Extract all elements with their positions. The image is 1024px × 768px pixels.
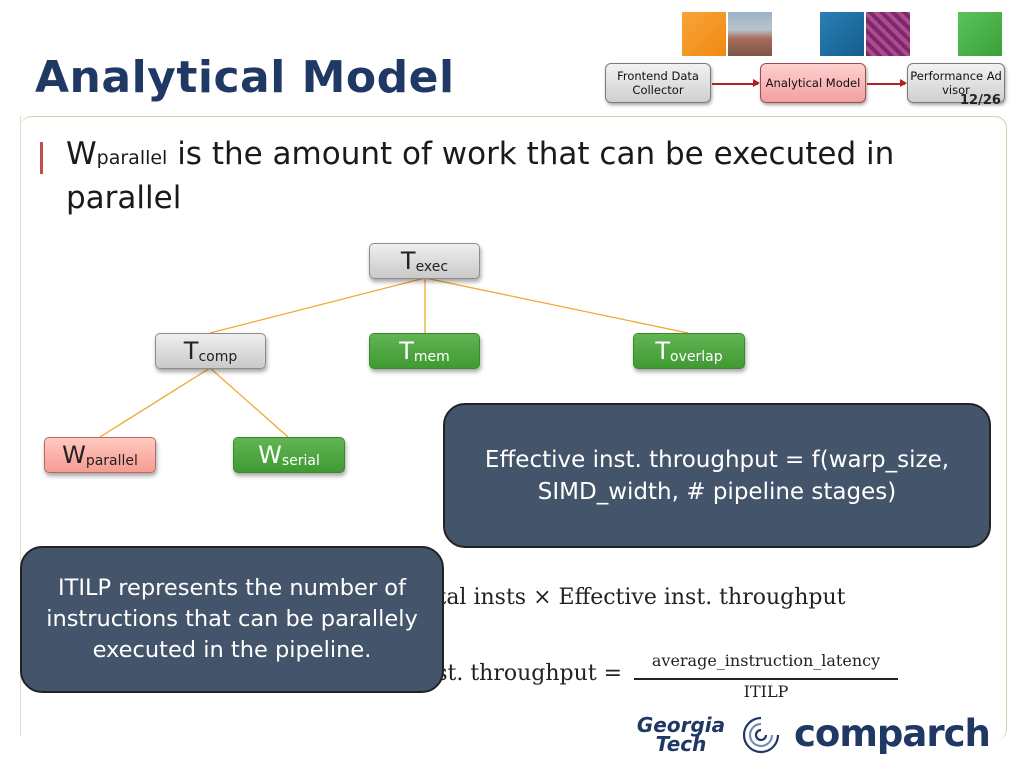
formula1-rhs: = Total insts × Effective inst. throughp… [378, 585, 846, 610]
node-t-comp-main: T [183, 337, 199, 365]
pipeline-step-advisor: Performance Advisor [907, 63, 1005, 103]
callout-itilp-text: ITILP represents the number of instructi… [46, 575, 418, 663]
callout-itilp: ITILP represents the number of instructi… [20, 546, 444, 693]
chip-photo-icon [866, 12, 910, 56]
bullet-w: W [66, 136, 97, 172]
formula-throughput-numerator: average_instruction_latency [651, 651, 881, 670]
node-t-overlap-sub: overlap [670, 349, 723, 365]
pipeline-arrow [712, 80, 760, 86]
node-t-exec-main: T [400, 247, 416, 275]
gt-line2: Tech [655, 732, 707, 756]
node-t-mem-sub: mem [413, 349, 450, 365]
node-w-parallel-sub: parallel [85, 453, 138, 469]
callout-throughput-text: Effective inst. throughput = f(warp_size… [484, 446, 950, 505]
building-photo-icon [728, 12, 772, 56]
node-w-parallel-main: W [62, 441, 86, 469]
node-t-overlap-main: T [655, 337, 671, 365]
georgia-tech-logo: Georgia Tech [636, 713, 726, 756]
callout-throughput: Effective inst. throughput = f(warp_size… [443, 403, 991, 548]
bullet-w-sub: parallel [96, 147, 168, 169]
formula-throughput-denominator: ITILP [743, 682, 789, 701]
node-w-serial-main: W [258, 441, 282, 469]
pipeline-arrow [867, 80, 907, 86]
bullet-text: Wparallel is the amount of work that can… [66, 134, 946, 218]
content-frame-left [20, 116, 21, 736]
green-tile-icon [958, 12, 1002, 56]
slide-title: Analytical Model [35, 52, 455, 103]
pipeline-step-analytical: Analytical Model [760, 63, 866, 103]
comparch-logo: comparch [794, 712, 991, 755]
content-frame [20, 116, 1007, 741]
bullet-marker [40, 142, 43, 174]
gt-line1: Georgia [636, 713, 726, 737]
node-w-serial-sub: serial [281, 453, 320, 469]
fraction-bar [634, 678, 898, 680]
blue-tile-icon [820, 12, 864, 56]
orange-tile-icon [682, 12, 726, 56]
node-t-exec-sub: exec [415, 259, 449, 275]
slide-number: 12/26 [960, 93, 1001, 108]
pipeline-step-frontend: Frontend Data Collector [605, 63, 711, 103]
node-t-comp-sub: comp [198, 349, 238, 365]
comparch-swirl-icon [742, 716, 780, 754]
bullet-rest: is the amount of work that can be execut… [66, 136, 895, 216]
node-t-mem-main: T [399, 337, 414, 365]
